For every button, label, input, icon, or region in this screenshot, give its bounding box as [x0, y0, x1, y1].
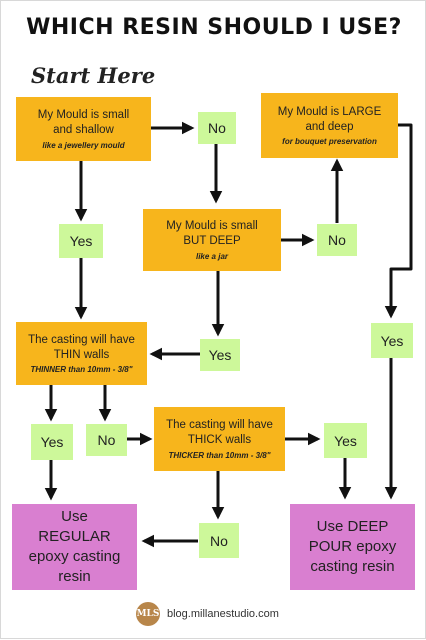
answer-yes-thick: Yes [324, 423, 367, 458]
arrow-large-to-yes [384, 123, 413, 319]
decision-thin-walls-text: The casting will have THIN walls [28, 333, 135, 361]
decision-thick-walls-text: The casting will have THICK walls [166, 419, 273, 446]
footer-url[interactable]: blog.millanestudio.com [167, 608, 279, 620]
answer-yes-thin: Yes [31, 424, 73, 460]
decision-small-deep-note: like a jar [195, 251, 229, 261]
result-deep-pour: Use DEEP POUR epoxy casting resin [290, 504, 415, 590]
decision-small-shallow-text: My Mould is small and shallow [37, 109, 130, 136]
decision-small-deep-text: My Mould is small BUT DEEP [166, 220, 258, 247]
answer-yes-shallow: Yes [59, 224, 103, 258]
decision-large-deep-note: for bouquet preservation [282, 137, 377, 147]
answer-yes-smalldeep: Yes [200, 339, 240, 371]
decision-thin-walls: The casting will have THIN walls THINNER… [16, 322, 147, 385]
decision-thick-walls: The casting will have THICK walls THICKE… [154, 407, 285, 471]
decision-large-deep: My Mould is LARGE and deep for bouquet p… [261, 93, 398, 158]
decision-small-shallow: My Mould is small and shallow like a jew… [16, 97, 151, 161]
decision-large-deep-text: My Mould is LARGE and deep [277, 105, 382, 133]
page-title: WHICH RESIN SHOULD I USE? [26, 15, 402, 40]
result-regular: Use REGULAR epoxy casting resin [12, 504, 137, 590]
decision-thin-walls-note: THINNER than 10mm - 3/8" [30, 365, 133, 375]
start-label: Start Here [31, 63, 156, 88]
decision-small-shallow-note: like a jewellery mould [42, 140, 125, 150]
answer-no-smalldeep: No [317, 224, 357, 256]
decision-small-deep: My Mould is small BUT DEEP like a jar [143, 209, 281, 271]
answer-no-thin: No [86, 424, 127, 456]
decision-thick-walls-note: THICKER than 10mm - 3/8" [168, 450, 271, 460]
answer-yes-large: Yes [371, 323, 413, 358]
footer: MLS blog.millanestudio.com [136, 602, 279, 626]
studio-logo-icon: MLS [136, 602, 160, 626]
answer-no-shallow: No [198, 112, 236, 144]
answer-no-thick: No [199, 523, 239, 558]
